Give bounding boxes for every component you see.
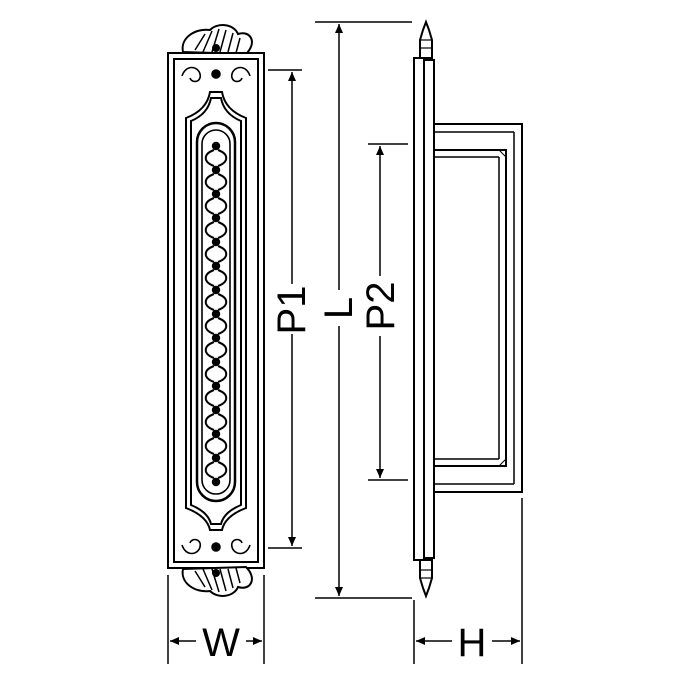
chain-link-icon xyxy=(217,317,228,335)
panel-inner xyxy=(190,97,242,525)
chain-dot-icon xyxy=(211,381,221,391)
chain-link-icon xyxy=(204,269,215,287)
chain-dot-icon xyxy=(211,261,221,271)
oval-chain-pattern xyxy=(204,141,228,487)
plate-inner-border xyxy=(173,58,259,563)
chain-dot-icon xyxy=(211,333,221,343)
chain-dot-icon xyxy=(211,453,221,463)
panel-outer xyxy=(185,91,247,531)
oval-rail-inner xyxy=(201,129,231,495)
chain-link-icon xyxy=(204,197,215,215)
chain-dot-icon xyxy=(211,357,221,367)
chain-link-icon xyxy=(217,293,228,311)
chain-link-icon xyxy=(217,389,228,407)
chain-link-icon xyxy=(204,221,215,239)
chain-link-icon xyxy=(217,149,228,167)
chain-dot-icon xyxy=(211,141,221,151)
chain-link-icon xyxy=(204,245,215,263)
p1-label: P1 xyxy=(270,286,314,335)
chain-dot-icon xyxy=(211,405,221,415)
chain-dot-icon xyxy=(211,237,221,247)
chain-link-icon xyxy=(217,221,228,239)
chain-link-icon xyxy=(204,413,215,431)
chain-dot-icon xyxy=(211,213,221,223)
chain-dot-icon xyxy=(211,285,221,295)
chain-link-icon xyxy=(204,437,215,455)
h-label: H xyxy=(458,621,487,665)
chain-link-icon xyxy=(217,245,228,263)
chain-link-icon xyxy=(217,437,228,455)
side-handle-outer xyxy=(433,123,523,493)
top-scroll-icon xyxy=(181,66,251,83)
side-handle-recess xyxy=(433,149,507,467)
chain-link-icon xyxy=(204,173,215,191)
top-ornament-icon xyxy=(181,24,253,56)
chain-dot-icon xyxy=(211,309,221,319)
chain-link-icon xyxy=(204,149,215,167)
chain-link-icon xyxy=(204,341,215,359)
chain-link-icon xyxy=(204,389,215,407)
w-label: W xyxy=(202,621,240,665)
bottom-ornament-icon xyxy=(181,565,253,597)
label-masks xyxy=(196,276,492,660)
side-view xyxy=(413,19,523,599)
chain-link-icon xyxy=(217,269,228,287)
chain-link-icon xyxy=(217,197,228,215)
bottom-scroll-icon xyxy=(181,538,251,555)
l-label: L xyxy=(317,297,361,319)
chain-link-icon xyxy=(217,173,228,191)
chain-link-icon xyxy=(204,365,215,383)
front-view xyxy=(167,24,265,597)
chain-link-icon xyxy=(217,365,228,383)
chain-link-icon xyxy=(217,461,228,479)
chain-dot-icon xyxy=(211,477,221,487)
chain-dot-icon xyxy=(211,165,221,175)
chain-link-icon xyxy=(217,341,228,359)
chain-link-icon xyxy=(217,413,228,431)
chain-link-icon xyxy=(204,317,215,335)
chain-link-icon xyxy=(204,293,215,311)
side-plate-back xyxy=(423,59,435,559)
chain-dot-icon xyxy=(211,429,221,439)
chain-link-icon xyxy=(204,461,215,479)
p2-label: P2 xyxy=(359,282,403,331)
chain-dot-icon xyxy=(211,189,221,199)
side-plate-front xyxy=(413,57,425,561)
